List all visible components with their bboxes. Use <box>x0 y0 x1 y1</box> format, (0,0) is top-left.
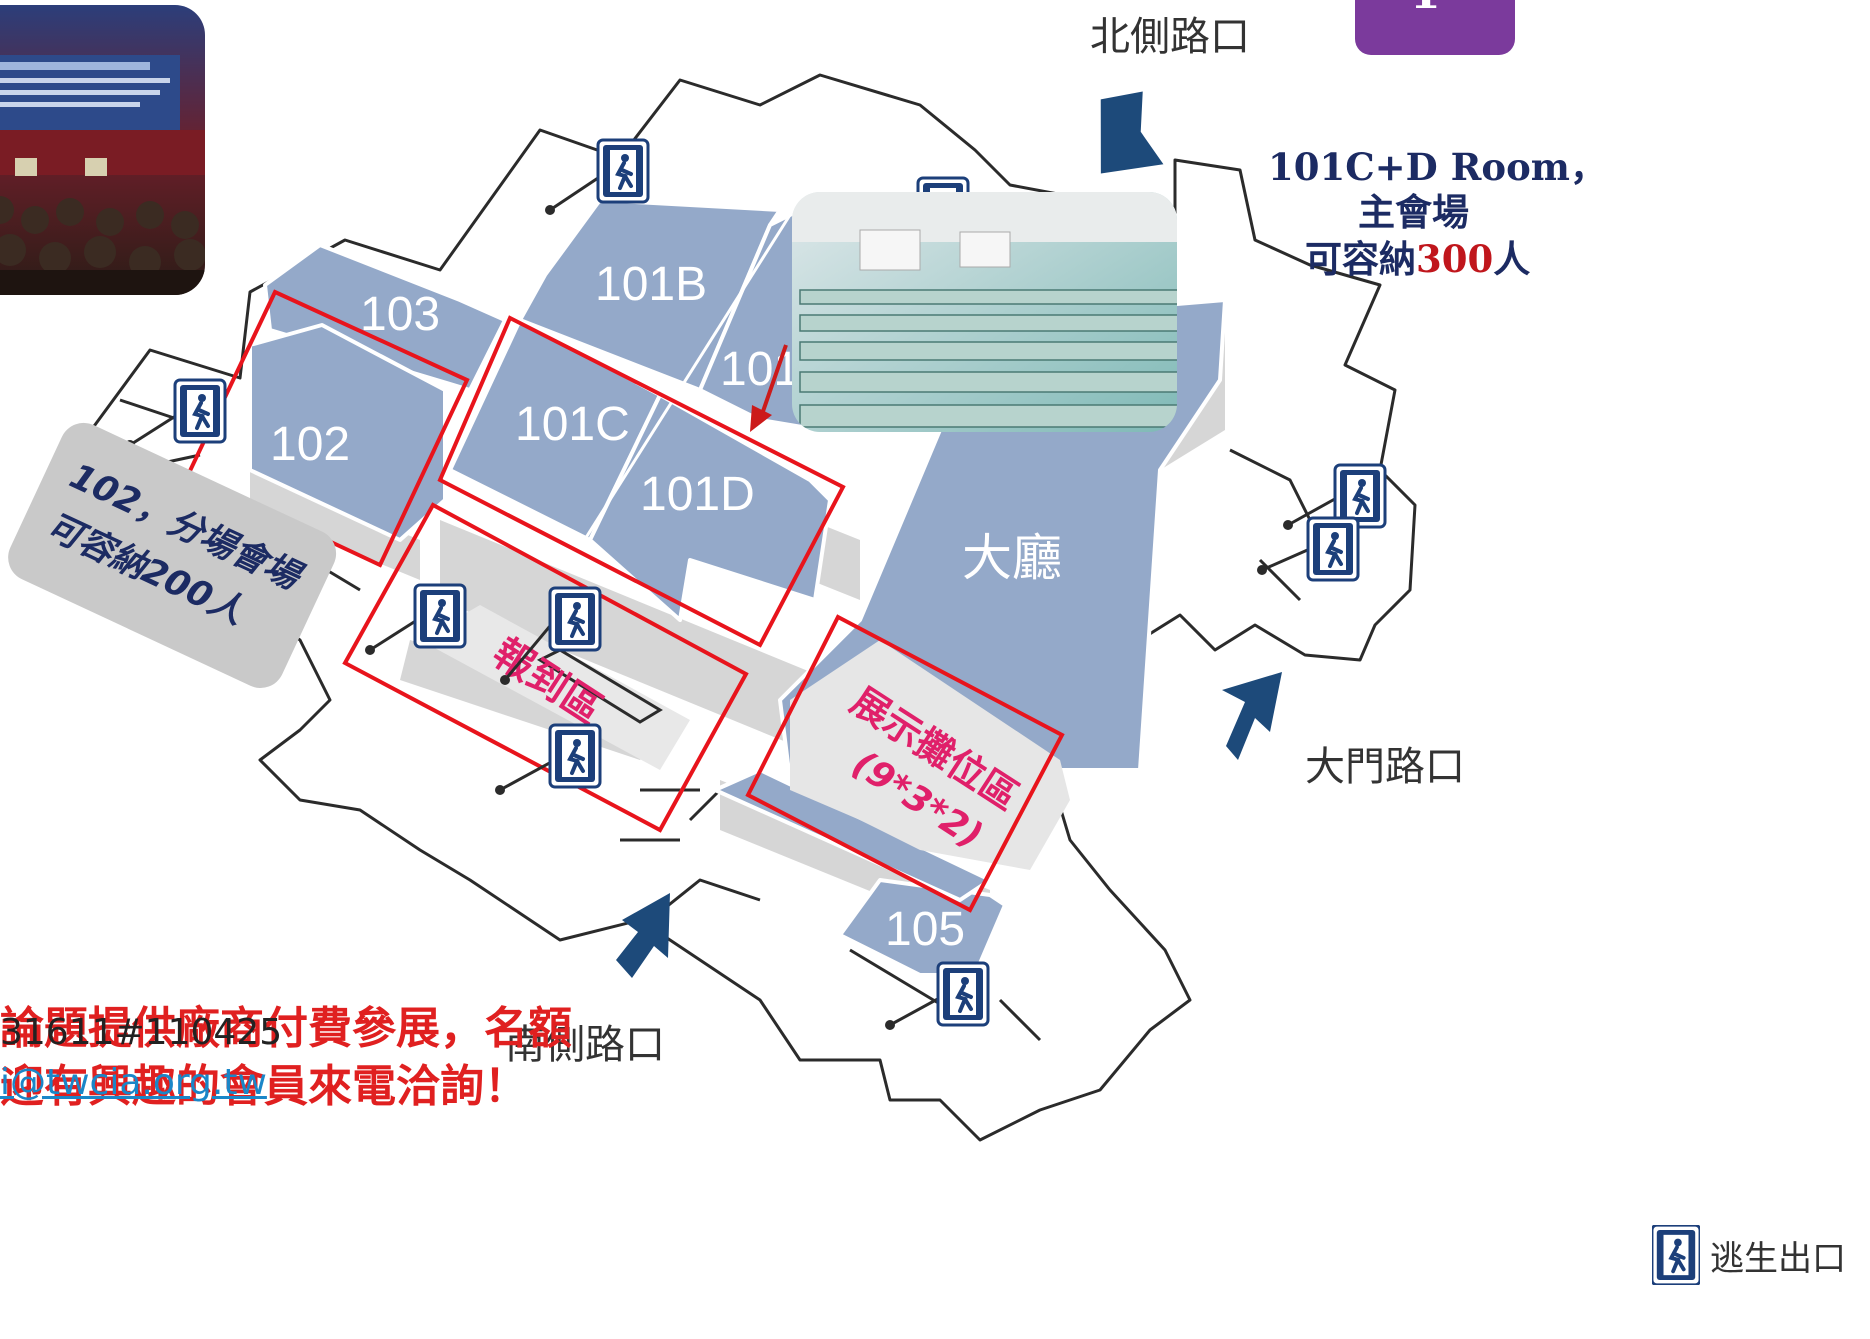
room-102 <box>248 323 447 542</box>
sponsor-note: 論題提供廠商付費參展，名額 迎有興趣的會員來電洽詢！ <box>0 1000 572 1116</box>
legend-exit-label: 逃生出口 <box>1710 1238 1846 1279</box>
street-south-label: 南側路口 <box>505 1022 665 1068</box>
exit-sign-icon <box>1652 1225 1700 1285</box>
page-badge-text: 1 <box>1410 0 1441 19</box>
street-main-gate-label: 大門路口 <box>1305 744 1465 790</box>
room-101d-label: 101D <box>640 468 755 521</box>
exit-sign-icon <box>173 378 227 444</box>
room-101d <box>588 393 832 622</box>
main-venue-capacity-suffix: 人 <box>1493 238 1530 281</box>
exit-sign-icon <box>936 961 990 1027</box>
room-103 <box>263 243 507 392</box>
highlight-exhibit <box>745 614 1065 913</box>
entrance-arrows <box>616 91 1282 978</box>
exit-sign-icon <box>548 586 602 652</box>
main-venue-title: 101C+D Room， <box>1268 145 1607 189</box>
main-venue-info: 101C+D Room， 主會場 可容納300人 <box>1268 145 1607 281</box>
room-101a-label: 101 <box>720 343 800 396</box>
partition-lines <box>539 214 821 556</box>
highlight-main-venue <box>437 315 846 648</box>
entrance-arrow-icon <box>1100 91 1164 174</box>
highlight-registration <box>342 502 749 833</box>
lobby-label: 大廳 <box>962 529 1062 587</box>
contact-phone: 31611#110425 <box>0 1012 283 1053</box>
highlight-boxes <box>185 289 1065 913</box>
street-north-label: 北側路口 <box>1090 14 1250 60</box>
registration-counter <box>420 605 690 770</box>
exit-sign-icon <box>548 723 602 789</box>
hall-photo <box>750 192 1177 432</box>
main-venue-capacity-prefix: 可容納 <box>1305 238 1416 281</box>
sponsor-note-line2: 迎有興趣的會員來電洽詢！ <box>0 1061 528 1112</box>
exit-sign-icon <box>596 138 650 204</box>
room-102-label: 102 <box>270 418 350 471</box>
entrance-arrow-icon <box>616 893 670 978</box>
room-105-label: 105 <box>885 903 965 956</box>
room-105 <box>838 878 1007 977</box>
main-venue-subtitle: 主會場 <box>1358 191 1469 234</box>
room-101c-label: 101C <box>515 398 630 451</box>
contact-email[interactable]: i@twcia.org.tw <box>0 1062 267 1103</box>
room-101b-label: 101B <box>595 258 707 311</box>
exhibit-floor <box>790 640 1070 870</box>
room-103-label: 103 <box>360 288 440 341</box>
entrance-arrow-icon <box>1222 672 1282 760</box>
exit-sign-icon <box>413 583 467 649</box>
legend: 逃生出口 <box>1652 1225 1846 1285</box>
svg-text:可容納300人: 可容納300人 <box>1305 237 1530 281</box>
conference-photo <box>0 5 205 295</box>
exit-sign-icon <box>1306 516 1360 582</box>
page-badge: 1 <box>1355 0 1515 55</box>
sponsor-note-line1: 論題提供廠商付費參展，名額 <box>0 1003 572 1054</box>
main-venue-capacity-number: 300 <box>1416 237 1493 281</box>
